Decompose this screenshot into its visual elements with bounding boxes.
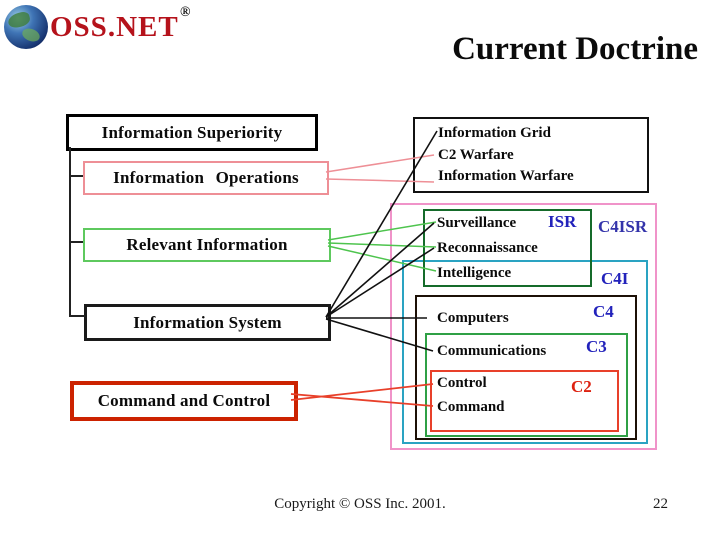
copyright-text: Copyright © OSS Inc. 2001. <box>274 496 446 512</box>
box-command-and-control: Command and Control <box>70 381 298 421</box>
oss-net-logo: OSS.NET ® <box>2 3 202 51</box>
label-c4isr: C4ISR <box>598 217 648 236</box>
frame-c4i <box>402 260 648 444</box>
label-c4i: C4I <box>601 269 629 288</box>
grid-item-information-warfare: Information Warfare <box>438 168 574 185</box>
label-c3: C3 <box>586 337 607 356</box>
page-number: 22 <box>653 496 668 512</box>
item-computers: Computers <box>437 310 509 326</box>
item-reconnaissance: Reconnaissance <box>437 240 538 256</box>
logo-text: OSS.NET <box>50 11 179 43</box>
box-information-superiority: Information Superiority <box>66 114 318 151</box>
box-information-operations: Information Operations <box>83 161 329 195</box>
box-information-system: Information System <box>84 304 331 341</box>
registered-trademark-icon: ® <box>180 5 191 20</box>
grid-item-information-grid: Information Grid <box>438 124 551 141</box>
page-title: Current Doctrine <box>452 31 698 67</box>
item-control: Control <box>437 375 487 391</box>
item-surveillance: Surveillance <box>437 215 517 231</box>
label-c2: C2 <box>571 377 592 396</box>
item-communications: Communications <box>437 343 547 359</box>
box-relevant-information: Relevant Information <box>83 228 331 262</box>
item-intelligence: Intelligence <box>437 265 512 281</box>
label-c4: C4 <box>593 302 614 321</box>
globe-icon <box>4 5 48 49</box>
item-command: Command <box>437 399 505 415</box>
box-information-grid-group: Information Grid C2 Warfare Information … <box>413 117 649 193</box>
grid-item-c2-warfare: C2 Warfare <box>438 146 514 163</box>
label-isr: ISR <box>548 212 577 231</box>
frame-c4 <box>415 295 637 440</box>
